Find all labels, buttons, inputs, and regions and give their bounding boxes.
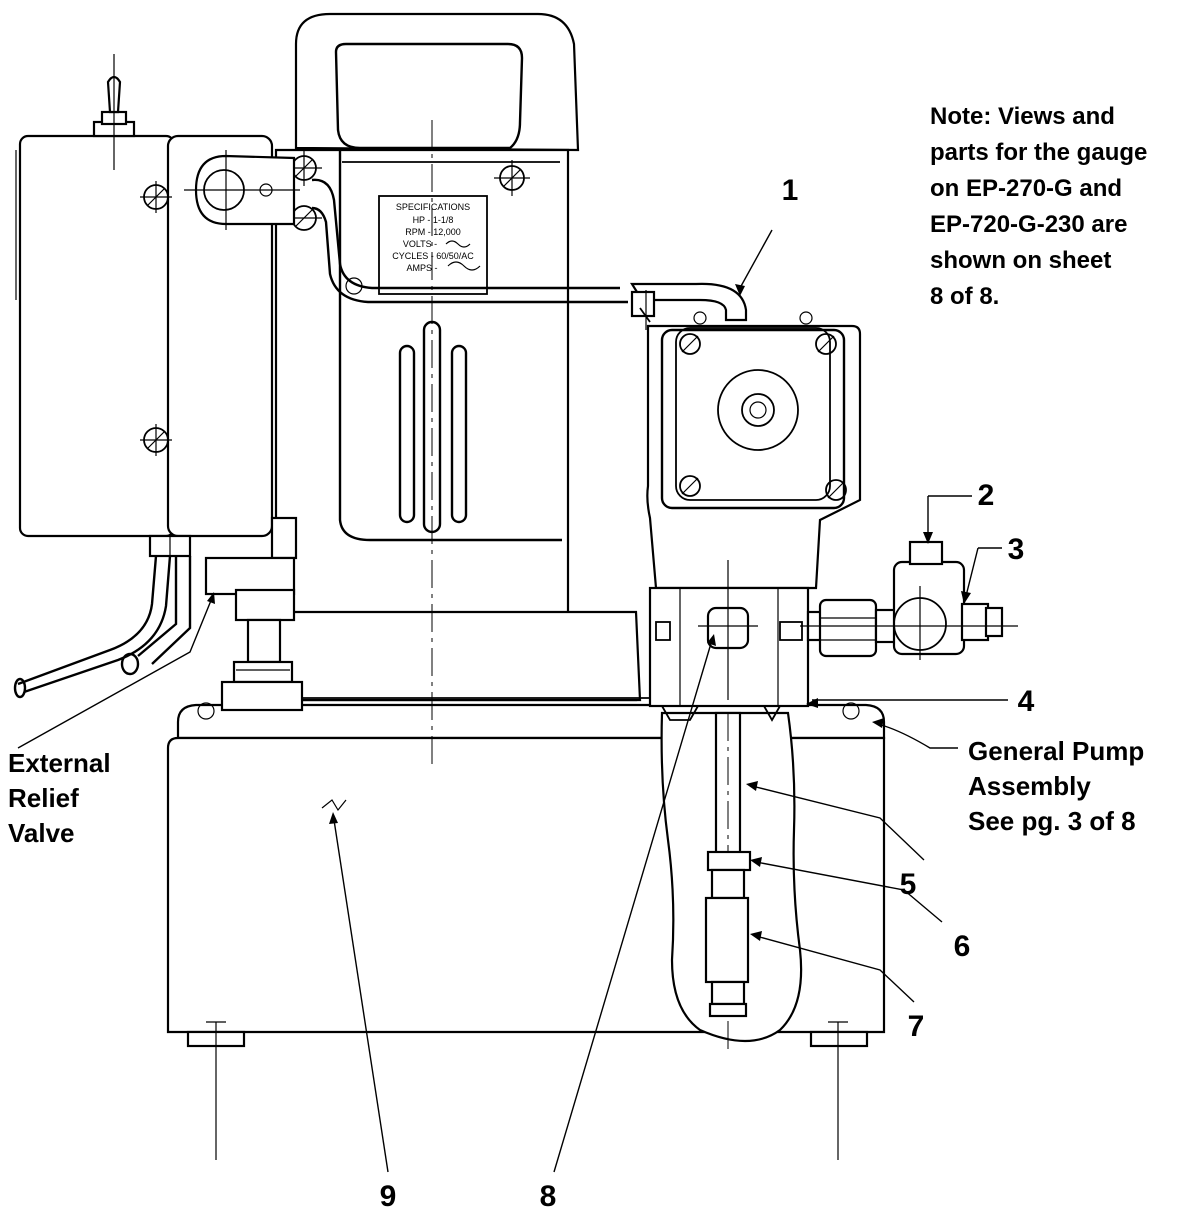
- note-line-3: on EP-270-G and: [930, 175, 1122, 202]
- general-pump-line-3: See pg. 3 of 8: [968, 806, 1136, 836]
- callout-7: 7: [908, 1010, 925, 1043]
- callout-4: 4: [1018, 685, 1035, 718]
- callout-2: 2: [978, 479, 995, 512]
- note-line-2: parts for the gauge: [930, 139, 1147, 166]
- spec-hp: HP - 1-1/8: [413, 215, 454, 225]
- power-cords: [13, 555, 192, 699]
- callout-3: 3: [1008, 533, 1025, 566]
- callout-9: 9: [380, 1180, 397, 1210]
- spec-cycles: CYCLES - 60/50/AC: [392, 251, 474, 261]
- note-line-6: 8 of 8.: [930, 283, 999, 310]
- carry-handle: [294, 12, 580, 152]
- cutaway-section: [660, 711, 803, 1050]
- switch-box: [15, 54, 300, 558]
- spec-amps: AMPS -: [406, 263, 437, 273]
- general-pump-label: General Pump Assembly See pg. 3 of 8: [968, 736, 1144, 836]
- specifications-plate: SPECIFICATIONS HP - 1-1/8 RPM - 12,000 V…: [378, 195, 488, 295]
- external-relief-label: External Relief Valve: [8, 748, 111, 848]
- note-line-5: shown on sheet: [930, 247, 1111, 274]
- spec-rpm: RPM - 12,000: [405, 227, 461, 237]
- spec-title: SPECIFICATIONS: [396, 202, 470, 212]
- general-pump-line-2: Assembly: [968, 771, 1091, 801]
- spec-volts: VOLTS -: [403, 239, 437, 249]
- motor-cable: [311, 178, 813, 330]
- external-relief-line-3: Valve: [8, 818, 75, 848]
- external-relief-line-1: External: [8, 748, 111, 778]
- pump-bolts: [679, 333, 847, 501]
- pump-head: [646, 324, 862, 722]
- note-line-4: EP-720-G-230 are: [930, 211, 1127, 238]
- callout-leaders: [17, 229, 1008, 1173]
- callout-8: 8: [540, 1180, 557, 1210]
- note-block: Note: Views and parts for the gauge on E…: [930, 103, 1147, 310]
- callout-5: 5: [900, 868, 917, 901]
- callout-numbers: 1 2 3 4 5 6 7 8 9: [380, 174, 1035, 1210]
- outlet-valve: [800, 540, 1018, 660]
- external-relief-valve: [204, 516, 304, 712]
- callout-6: 6: [954, 930, 971, 963]
- external-relief-line-2: Relief: [8, 783, 79, 813]
- callout-1: 1: [782, 174, 799, 207]
- note-line-1: Note: Views and: [930, 103, 1115, 130]
- general-pump-line-1: General Pump: [968, 736, 1144, 766]
